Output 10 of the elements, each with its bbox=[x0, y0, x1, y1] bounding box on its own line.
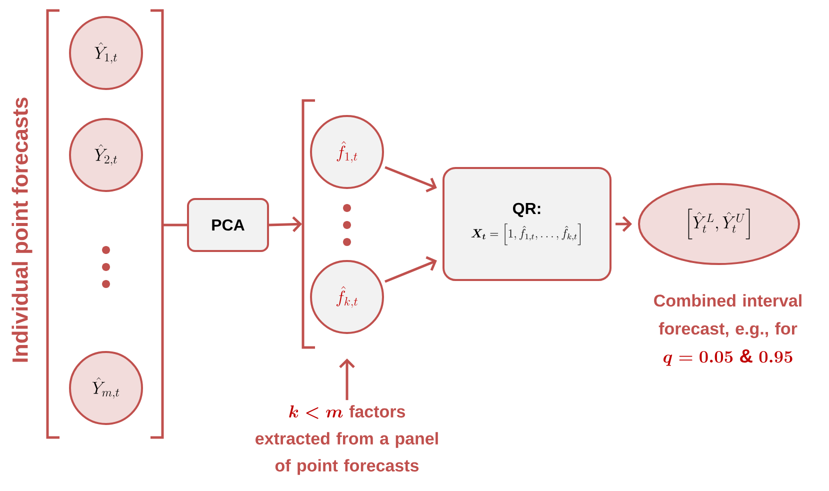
node-label: Combined interval forecast, e.g., for $\boldsymbol{q = 0.05\ \&\ 0.95}$ bbox=[654, 294, 802, 366]
arrow bbox=[384, 166, 437, 192]
arrow bbox=[268, 216, 302, 232]
arrow bbox=[339, 358, 355, 400]
note-text: $\boldsymbol{k < m}$ factors extracted from a panel of point forecasts bbox=[256, 405, 438, 475]
axis-title: Individual point forecasts bbox=[12, 98, 32, 362]
bracket bbox=[302, 99, 315, 349]
arrow bbox=[384, 256, 437, 283]
process-box: PCA bbox=[187, 198, 269, 252]
process-box: QR: $\boldsymbol{X_t} = \left[1, \hat{f}_{1,t}, \dots, \hat{f}_{k,t}\right]$ bbox=[442, 167, 612, 281]
